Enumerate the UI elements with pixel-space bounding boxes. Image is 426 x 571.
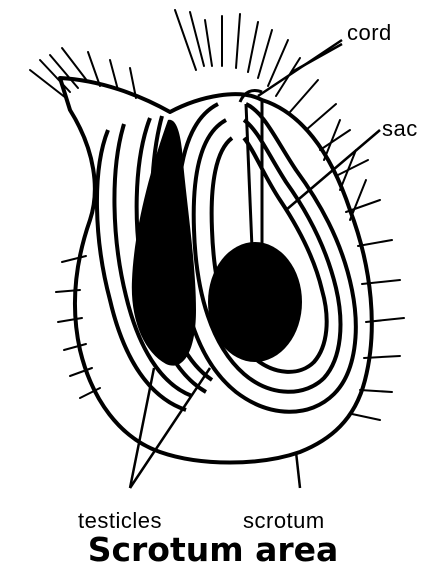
figure-caption: Scrotum area — [0, 530, 426, 569]
hair-strands — [30, 10, 404, 420]
label-cord: cord — [347, 20, 392, 46]
label-sac: sac — [382, 116, 418, 142]
right-testicle — [208, 242, 302, 362]
